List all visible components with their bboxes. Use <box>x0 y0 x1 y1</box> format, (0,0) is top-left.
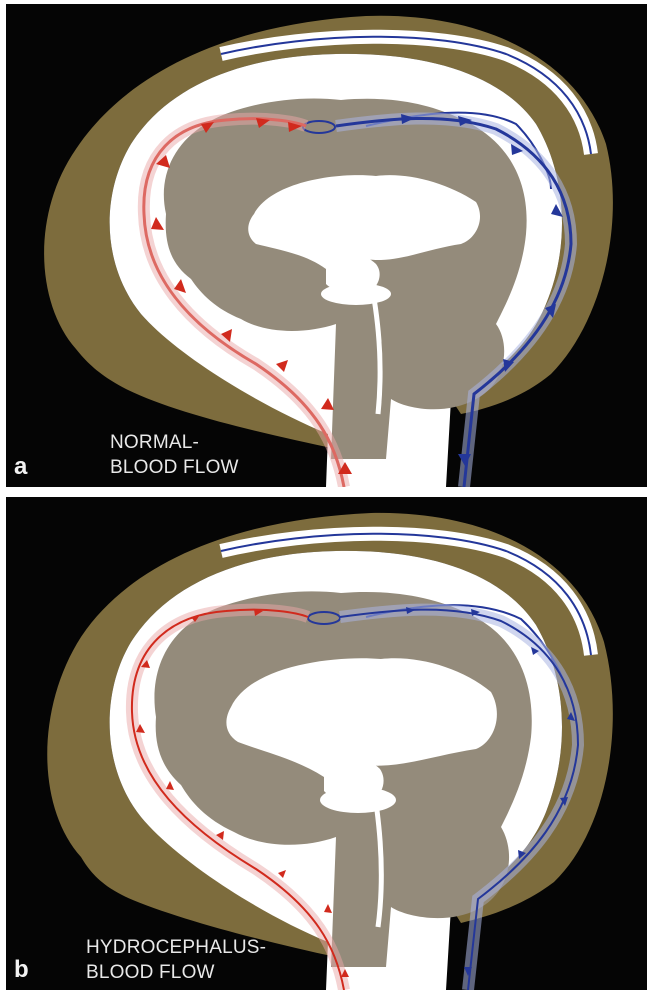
normal-flow-illustration <box>6 4 647 487</box>
panel-b-hydrocephalus: HYDROCEPHALUS- BLOOD FLOW b <box>6 497 647 990</box>
panel-b-letter: b <box>14 958 29 982</box>
panel-a-caption: NORMAL- BLOOD FLOW <box>110 430 239 480</box>
panel-a-letter: a <box>14 455 27 479</box>
panel-a-caption-line1: NORMAL- <box>110 430 239 455</box>
head-sagittal-section <box>44 16 613 487</box>
panel-b-caption-line1: HYDROCEPHALUS- <box>86 935 266 960</box>
panel-b-caption: HYDROCEPHALUS- BLOOD FLOW <box>86 935 266 985</box>
fourth-ventricle-b <box>320 787 396 813</box>
fourth-ventricle-a <box>321 283 391 305</box>
head-sagittal-section-b <box>47 513 613 990</box>
hydrocephalus-flow-illustration <box>6 497 647 990</box>
panel-a-caption-line2: BLOOD FLOW <box>110 455 239 480</box>
pineal-region-b <box>308 612 340 624</box>
panel-b-caption-line2: BLOOD FLOW <box>86 960 266 985</box>
pineal-region-a <box>303 121 335 133</box>
panel-a-normal: NORMAL- BLOOD FLOW a <box>6 4 647 487</box>
